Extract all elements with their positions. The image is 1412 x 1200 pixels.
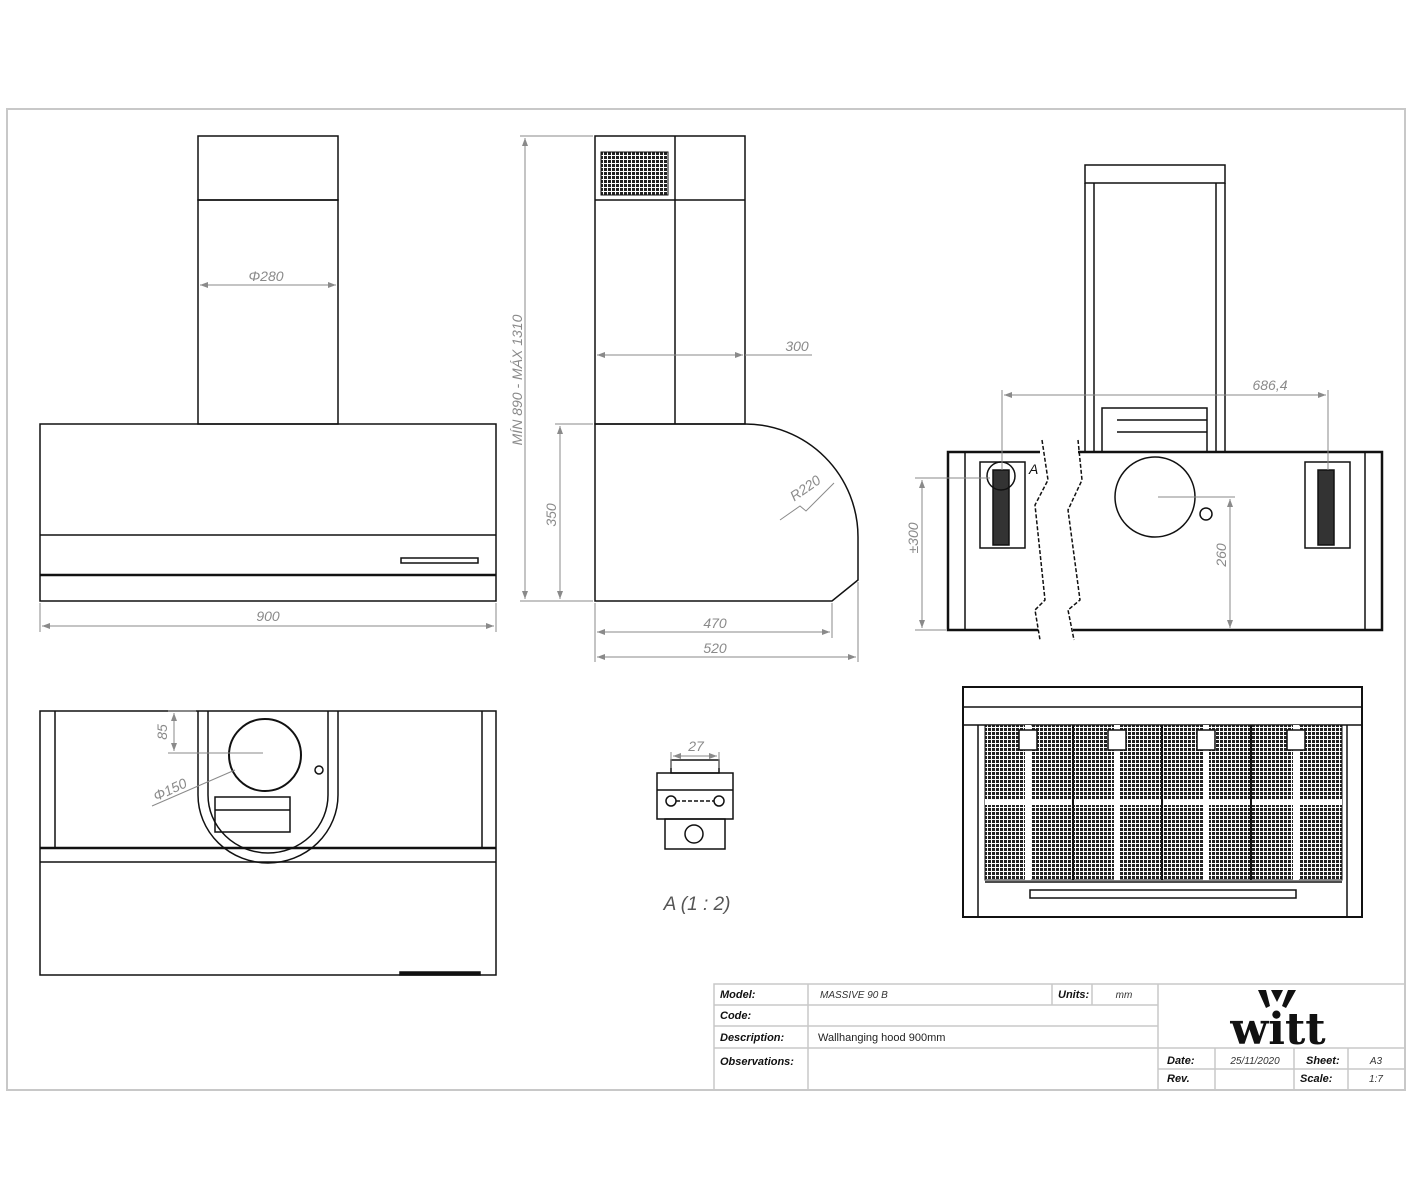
dim-outlet-height: 260 [1213, 543, 1229, 568]
dim-bracket-height: ±300 [905, 522, 921, 553]
detail-label: A (1 : 2) [663, 894, 731, 915]
sheet-label: Sheet: [1306, 1055, 1340, 1067]
description-value: Wallhanging hood 900mm [818, 1032, 945, 1044]
detail-marker: A [1028, 461, 1038, 477]
sheet-border [6, 108, 1406, 1091]
control-panel [400, 557, 479, 564]
dim-bracket-spacing: 686,4 [1252, 377, 1287, 393]
dim-depth-total: 520 [703, 640, 727, 656]
model-label: Model: [720, 989, 756, 1001]
bottom-view [962, 686, 1363, 918]
sheet-value: A3 [1369, 1056, 1383, 1067]
dim-outlet-offset: 85 [154, 724, 170, 740]
dim-chimney-depth: 300 [785, 338, 809, 354]
dim-height-range: MÍN 890 - MÁX 1310 [509, 314, 525, 445]
side-view [520, 135, 859, 662]
dim-detail-width: 27 [687, 738, 705, 754]
date-value: 25/11/2020 [1229, 1056, 1280, 1067]
scale-label: Scale: [1300, 1073, 1333, 1085]
scale-value: 1:7 [1369, 1074, 1383, 1085]
code-label: Code: [720, 1010, 752, 1022]
observations-label: Observations: [720, 1056, 794, 1068]
date-label: Date: [1167, 1055, 1195, 1067]
model-value: MASSIVE 90 B [820, 990, 888, 1001]
detail-a-view [656, 752, 734, 850]
units-value: mm [1116, 990, 1133, 1001]
logo-text: witt [1229, 1004, 1326, 1055]
witt-logo: witt [1229, 990, 1326, 1055]
top-view [39, 710, 497, 976]
title-block [713, 983, 1406, 1091]
description-label: Description: [720, 1032, 785, 1044]
dim-body-height: 350 [543, 503, 559, 527]
dim-depth-inner: 470 [703, 615, 727, 631]
dim-duct-diameter: Φ280 [248, 268, 283, 284]
back-view [915, 164, 1384, 641]
units-label: Units: [1058, 989, 1090, 1001]
front-view [39, 135, 497, 632]
rev-label: Rev. [1167, 1073, 1190, 1085]
dim-outlet-diameter: Φ150 [151, 775, 190, 804]
dim-width: 900 [256, 608, 280, 624]
